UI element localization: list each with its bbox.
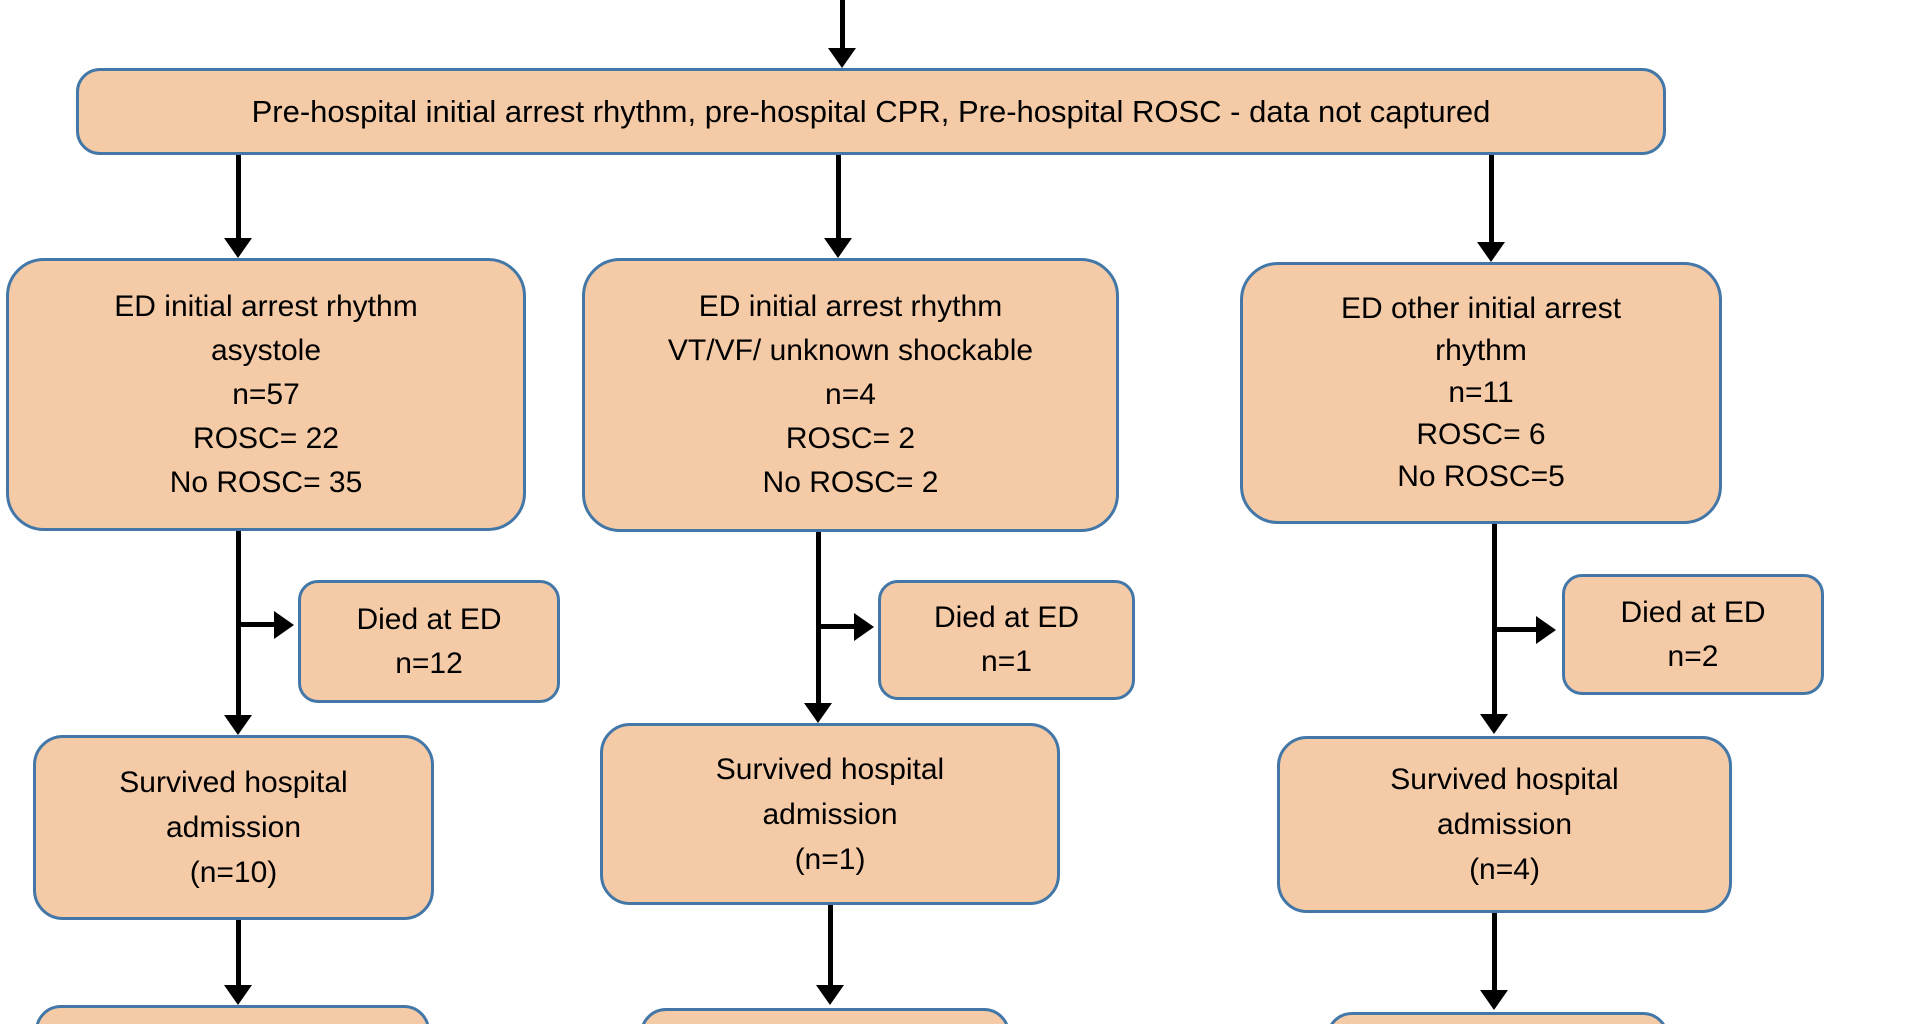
node-prehospital-data-not-captured: Pre-hospital initial arrest rhythm, pre-… — [76, 68, 1666, 155]
node-text: ED initial arrest rhythm — [114, 289, 418, 323]
arrow-line-shockable-down — [816, 532, 821, 705]
node-text: admission — [1436, 808, 1573, 841]
node-text: No ROSC= 2 — [762, 466, 939, 499]
arrow-line-asystole-branch — [236, 622, 276, 627]
node-text: (n=4) — [1469, 853, 1540, 886]
node-died-at-ed-other: Died at ED n=2 — [1562, 574, 1824, 695]
arrow-line-into-top-box — [840, 0, 845, 50]
arrow-down-icon — [224, 715, 252, 735]
node-text: (n=10) — [189, 856, 278, 889]
arrow-down-icon — [224, 985, 252, 1005]
arrow-down-icon — [824, 238, 852, 258]
node-survived-admission-shockable: Survived hospital admission (n=1) — [600, 723, 1060, 905]
arrow-line-other-down — [1492, 524, 1497, 716]
node-next-partial-other — [1326, 1012, 1669, 1024]
node-text: Survived hospital — [1390, 763, 1619, 796]
arrow-down-icon — [1480, 714, 1508, 734]
arrow-down-icon — [816, 985, 844, 1005]
node-survived-admission-asystole: Survived hospital admission (n=10) — [33, 735, 434, 920]
node-text: Pre-hospital initial arrest rhythm, pre-… — [251, 93, 1491, 129]
node-text: admission — [762, 797, 898, 831]
node-text: VT/VF/ unknown shockable — [667, 334, 1034, 367]
node-text: n=57 — [232, 377, 300, 411]
arrow-right-icon — [1536, 616, 1556, 644]
node-ed-rhythm-asystole: ED initial arrest rhythm asystole n=57 R… — [6, 258, 526, 531]
node-text: n=2 — [1667, 639, 1719, 673]
node-text: ROSC= 22 — [193, 421, 339, 455]
node-text: ROSC= 2 — [785, 422, 916, 455]
node-text: ED initial arrest rhythm — [698, 290, 1003, 323]
node-text: admission — [165, 811, 302, 844]
node-text: n=12 — [395, 646, 463, 680]
node-survived-admission-other: Survived hospital admission (n=4) — [1277, 736, 1732, 913]
arrow-down-icon — [1477, 242, 1505, 262]
node-text: rhythm — [1435, 334, 1527, 367]
arrow-line-shockable-bottom — [828, 905, 833, 987]
arrow-right-icon — [274, 611, 294, 639]
node-text: Died at ED — [933, 601, 1080, 634]
node-died-at-ed-asystole: Died at ED n=12 — [298, 580, 560, 703]
node-text: (n=1) — [794, 842, 866, 876]
node-ed-other-rhythm: ED other initial arrest rhythm n=11 ROSC… — [1240, 262, 1722, 524]
node-text: Died at ED — [356, 602, 502, 636]
arrow-line-to-asystole — [236, 155, 241, 240]
arrow-line-to-other-rhythm — [1489, 155, 1494, 243]
arrow-down-icon — [804, 703, 832, 723]
arrow-line-other-branch — [1492, 627, 1538, 632]
node-text: Died at ED — [1620, 595, 1766, 629]
node-died-at-ed-shockable: Died at ED n=1 — [878, 580, 1135, 700]
node-text: n=4 — [825, 378, 876, 411]
arrow-down-icon — [1480, 990, 1508, 1010]
arrow-right-icon — [854, 613, 874, 641]
node-ed-rhythm-shockable: ED initial arrest rhythm VT/VF/ unknown … — [582, 258, 1119, 532]
arrow-line-asystole-bottom — [236, 920, 241, 987]
arrow-line-shockable-branch — [816, 624, 856, 629]
node-text: ROSC= 6 — [1416, 418, 1546, 451]
node-text: n=1 — [981, 645, 1032, 678]
node-text: No ROSC= 35 — [169, 465, 363, 499]
node-next-partial-shockable — [640, 1008, 1010, 1024]
arrow-down-icon — [224, 238, 252, 258]
node-next-partial-asystole — [35, 1005, 430, 1024]
arrow-line-other-bottom — [1492, 913, 1497, 992]
node-text: ED other initial arrest — [1340, 292, 1622, 325]
arrow-line-to-shockable — [836, 155, 841, 240]
node-text: n=11 — [1448, 376, 1514, 409]
node-text: Survived hospital — [119, 766, 348, 799]
arrow-down-icon — [828, 48, 856, 68]
node-text: Survived hospital — [715, 752, 945, 786]
node-text: asystole — [210, 333, 322, 367]
node-text: No ROSC=5 — [1397, 460, 1565, 493]
